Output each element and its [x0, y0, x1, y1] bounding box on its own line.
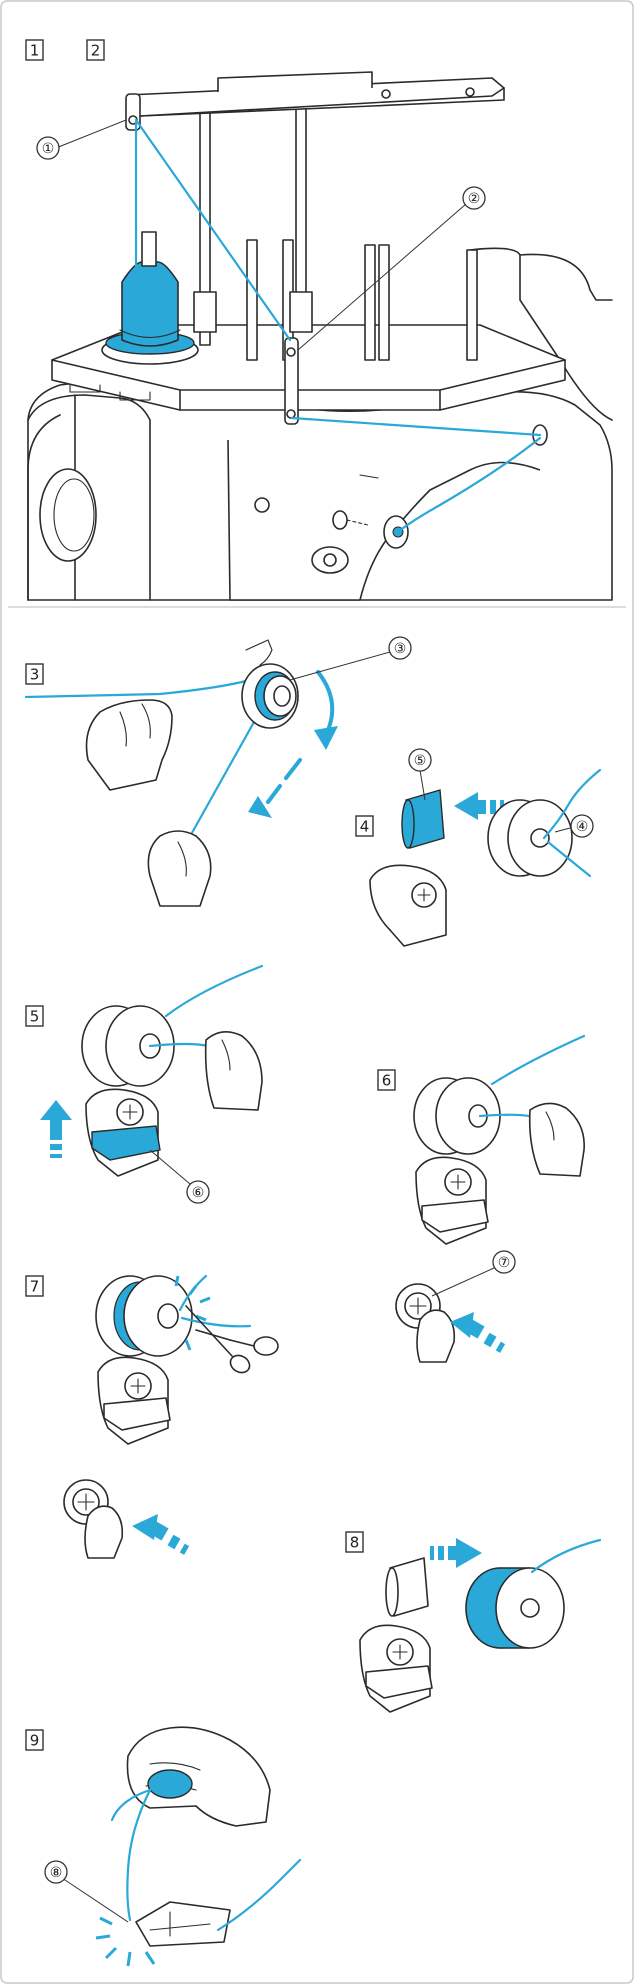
callout-7-label: ⑦ — [498, 1255, 511, 1271]
callout-1-label: ① — [42, 141, 55, 157]
step-4-label: 4 — [360, 818, 370, 836]
step-8-box — [345, 1531, 364, 1553]
rotate-arrow-icon — [314, 726, 338, 750]
handwheel — [39, 468, 97, 562]
post-thread-guide — [284, 337, 299, 425]
cut-spark-icon — [174, 1275, 211, 1351]
left-hand — [85, 699, 173, 791]
pressing-finger — [84, 1505, 124, 1559]
step-2-label: 2 — [91, 42, 101, 60]
step-2-box — [86, 39, 105, 61]
callout-6-label: ⑥ — [192, 1185, 205, 1201]
callout-7 — [492, 1250, 516, 1274]
bobbin — [147, 1769, 193, 1799]
step-5-box — [25, 1005, 44, 1027]
stopper-lever — [91, 1125, 161, 1161]
step-9-label: 9 — [30, 1732, 40, 1750]
figure-step-9: 9 ⑧ — [25, 1726, 302, 1967]
figure-step-3: 3 ③ — [24, 636, 412, 907]
push-arrow-icon — [454, 792, 478, 820]
callout-2-label: ② — [468, 191, 481, 207]
figure-step-4: 4 ⑤ ④ — [355, 748, 602, 947]
pressing-finger — [416, 1309, 456, 1363]
step-7-box — [25, 1275, 44, 1297]
thread-cutter — [135, 1901, 231, 1947]
step-5-label: 5 — [30, 1008, 40, 1026]
machine-top-right — [519, 253, 613, 301]
holding-hands — [126, 1726, 271, 1827]
step-9-box — [25, 1729, 44, 1751]
callout-1 — [36, 136, 60, 160]
figure-step-7-switch-again — [63, 1479, 190, 1559]
up-arrow-icon — [40, 1100, 72, 1120]
telescopic-thread-guide — [125, 71, 505, 425]
callout-5a-label: ⑤ — [414, 753, 427, 769]
callout-5a — [408, 748, 432, 772]
figure-step-8: 8 — [345, 1531, 602, 1713]
step-3-label: 3 — [30, 666, 40, 684]
figure-step-5: 5 ⑥ — [25, 964, 264, 1204]
step-7-label: 7 — [30, 1278, 40, 1296]
step-1-label: 1 — [30, 42, 40, 60]
step-4-box — [355, 815, 374, 837]
step-6-box — [377, 1069, 396, 1091]
pulling-hand — [147, 830, 212, 907]
cut-spark-icon — [95, 1916, 156, 1967]
spool-pins — [246, 239, 478, 361]
callout-8 — [44, 1860, 68, 1884]
figure-thread-guide: ① ② 1 2 — [25, 39, 613, 601]
step-3-box — [25, 663, 44, 685]
callout-4 — [570, 814, 594, 838]
face-plate — [227, 439, 541, 601]
step-1-box — [25, 39, 44, 61]
callout-3 — [388, 636, 412, 660]
screw-hole — [254, 497, 270, 513]
figure-step-7: 7 — [25, 1274, 279, 1445]
holding-hand — [204, 1031, 263, 1111]
step-8-label: 8 — [350, 1534, 360, 1552]
figure-step-7-switch: ⑦ — [395, 1250, 516, 1363]
pull-arrow-icon — [248, 796, 272, 818]
thread-spool — [101, 231, 199, 365]
figure-step-6: 6 — [377, 1034, 586, 1245]
callout-6 — [186, 1180, 210, 1204]
callout-2 — [462, 186, 486, 210]
holding-hand — [528, 1102, 585, 1177]
callout-4-label: ④ — [576, 819, 589, 835]
callout-8-label: ⑧ — [50, 1865, 63, 1881]
remove-arrow-icon — [456, 1538, 482, 1568]
callout-3-label: ③ — [394, 641, 407, 657]
scissors-icon — [185, 1305, 279, 1374]
step-6-label: 6 — [382, 1072, 392, 1090]
